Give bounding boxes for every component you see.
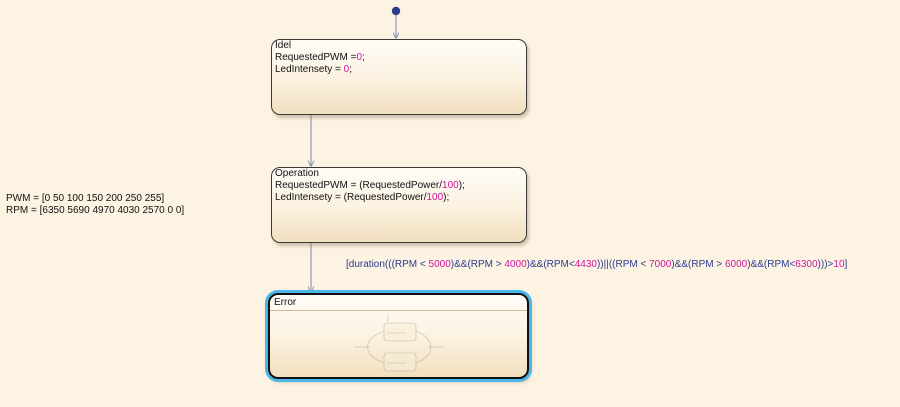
transition-label-part: ] xyxy=(844,259,848,270)
operation-action-led: LedIntensety = (RequestedPower/100); xyxy=(275,192,450,203)
transition-condition-label[interactable]: [duration(((RPM < 5000)&&(RPM > 4000)&&(… xyxy=(346,259,847,270)
transition-label-part: 6000 xyxy=(724,259,748,270)
transition-label-part: 4000 xyxy=(504,259,527,270)
state-operation[interactable]: Operation RequestedPWM = (RequestedPower… xyxy=(271,167,527,243)
transition-label-part: )&&(RPM > xyxy=(450,259,505,270)
error-subchart-preview xyxy=(354,315,444,372)
transition-label-part: ))||((RPM < xyxy=(596,259,650,270)
transition-label-part: )&&(RPM > xyxy=(671,259,725,270)
preview-substate-top xyxy=(383,322,417,342)
state-idle-name: Idel xyxy=(275,40,292,51)
data-note: PWM = [0 50 100 150 200 250 255] RPM = [… xyxy=(6,193,184,217)
state-idle[interactable]: Idel RequestedPWM =0; LedIntensety = 0; xyxy=(271,39,527,115)
idle-action-led: LedIntensety = 0; xyxy=(275,64,353,75)
default-transition-dot[interactable] xyxy=(391,6,401,16)
state-error-name: Error xyxy=(270,295,527,311)
transition-label-part: 6300 xyxy=(795,259,818,270)
state-error[interactable]: Error xyxy=(268,293,529,379)
state-operation-name: Operation xyxy=(275,168,319,179)
transition-label-part: [duration(((RPM < xyxy=(346,259,429,270)
transition-label-part: 4430 xyxy=(574,259,597,270)
transition-label-part: 5000 xyxy=(428,259,451,270)
transition-label-part: 7000 xyxy=(649,259,672,270)
preview-substate-bottom xyxy=(383,352,417,372)
transition-label-part: )&&(RPM< xyxy=(747,259,796,270)
operation-action-pwm: RequestedPWM = (RequestedPower/100); xyxy=(275,180,465,191)
transition-label-part: )))> xyxy=(817,259,834,270)
transition-label-part: )&&(RPM< xyxy=(526,259,575,270)
idle-action-pwm: RequestedPWM =0; xyxy=(275,52,365,63)
note-pwm-line: PWM = [0 50 100 150 200 250 255] xyxy=(6,193,165,204)
transition-label-part: 10 xyxy=(833,259,845,270)
note-rpm-line: RPM = [6350 5690 4970 4030 2570 0 0] xyxy=(6,205,185,216)
